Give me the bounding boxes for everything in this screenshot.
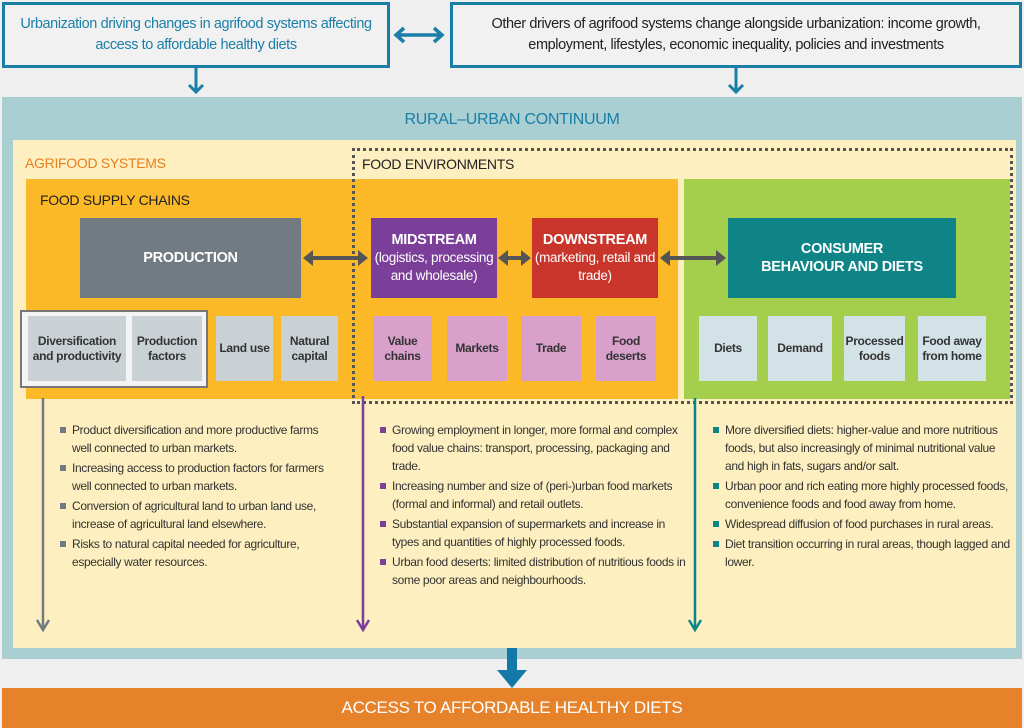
item-demand: Demand bbox=[768, 316, 832, 381]
production-box: PRODUCTION bbox=[80, 218, 301, 298]
food-environments-title: FOOD ENVIRONMENTS bbox=[362, 156, 515, 172]
outcome-arrow-icon bbox=[497, 648, 527, 688]
bullet: Increasing number and size of (peri-)urb… bbox=[380, 477, 690, 513]
item-markets: Markets bbox=[447, 316, 507, 381]
downstream-box: DOWNSTREAM (marketing, retail and trade) bbox=[532, 218, 658, 298]
bullet: Risks to natural capital needed for agri… bbox=[60, 535, 340, 571]
down-arrow-icon bbox=[727, 68, 745, 95]
item-diets: Diets bbox=[699, 316, 757, 381]
agrifood-title: AGRIFOOD SYSTEMS bbox=[25, 155, 166, 171]
bullet: Widespread diffusion of food purchases i… bbox=[713, 515, 1013, 533]
purple-down-arrow-icon bbox=[355, 396, 371, 633]
production-bullets: Product diversification and more product… bbox=[60, 421, 340, 573]
item-food-away: Food away from home bbox=[918, 316, 986, 381]
item-food-deserts: Food deserts bbox=[596, 316, 656, 381]
down-arrow-icon bbox=[187, 68, 205, 95]
bullet: Substantial expansion of supermarkets an… bbox=[380, 515, 690, 551]
bullet: Increasing access to production factors … bbox=[60, 459, 340, 495]
food-environments-boundary bbox=[352, 148, 1013, 404]
bullet: Diet transition occurring in rural areas… bbox=[713, 535, 1013, 571]
other-drivers-box: Other drivers of agrifood systems change… bbox=[450, 2, 1022, 68]
item-natural-capital: Natural capital bbox=[281, 316, 338, 381]
urbanization-driver-text: Urbanization driving changes in agrifood… bbox=[20, 16, 372, 53]
other-drivers-text: Other drivers of agrifood systems change… bbox=[491, 16, 981, 53]
outcome-label: ACCESS TO AFFORDABLE HEALTHY DIETS bbox=[341, 698, 683, 717]
item-land-use: Land use bbox=[216, 316, 273, 381]
bullet: Urban poor and rich eating more highly p… bbox=[713, 477, 1013, 513]
item-processed-foods: Processed foods bbox=[844, 316, 905, 381]
supply-chains-title: FOOD SUPPLY CHAINS bbox=[40, 192, 190, 208]
bullet: More diversified diets: higher-value and… bbox=[713, 421, 1013, 475]
bullet: Conversion of agricultural land to urban… bbox=[60, 497, 340, 533]
bullet: Urban food deserts: limited distribution… bbox=[380, 553, 690, 589]
consumer-behaviour-box: CONSUMER BEHAVIOUR AND DIETS bbox=[728, 218, 956, 298]
item-value-chains: Value chains bbox=[373, 316, 432, 381]
bullet: Growing employment in longer, more forma… bbox=[380, 421, 690, 475]
item-trade: Trade bbox=[521, 316, 581, 381]
double-arrow-icon bbox=[393, 26, 445, 44]
production-label: PRODUCTION bbox=[143, 250, 238, 266]
midstream-box: MIDSTREAM (logistics, processing and whol… bbox=[371, 218, 497, 298]
outcome-bar: ACCESS TO AFFORDABLE HEALTHY DIETS bbox=[2, 688, 1022, 728]
gray-down-arrow-icon bbox=[35, 398, 51, 633]
continuum-title: RURAL–URBAN CONTINUUM bbox=[404, 111, 620, 128]
midstream-sub: (logistics, processing and wholesale) bbox=[374, 250, 494, 283]
midstream-label: MIDSTREAM bbox=[391, 232, 477, 248]
bidirectional-arrow-icon bbox=[303, 250, 368, 266]
bidirectional-arrow-icon bbox=[498, 250, 531, 266]
bullet: Product diversification and more product… bbox=[60, 421, 340, 457]
urbanization-driver-box: Urbanization driving changes in agrifood… bbox=[2, 2, 390, 68]
item-diversification: Diversification and productivity bbox=[28, 316, 126, 381]
consumer-label: CONSUMER BEHAVIOUR AND DIETS bbox=[761, 241, 923, 275]
bidirectional-arrow-icon bbox=[660, 250, 726, 266]
consumer-bullets: More diversified diets: higher-value and… bbox=[713, 421, 1013, 573]
downstream-label: DOWNSTREAM bbox=[542, 232, 648, 248]
item-production-factors: Production factors bbox=[132, 316, 202, 381]
downstream-sub: (marketing, retail and trade) bbox=[534, 250, 656, 283]
midstream-bullets: Growing employment in longer, more forma… bbox=[380, 421, 690, 591]
teal-down-arrow-icon bbox=[687, 398, 703, 633]
